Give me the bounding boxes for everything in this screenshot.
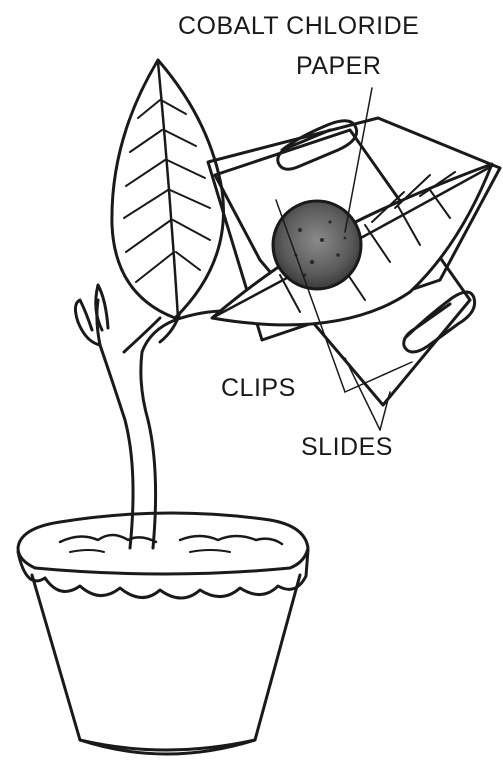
label-cobalt-chloride: COBALT CHLORIDE bbox=[178, 14, 419, 39]
flower-pot bbox=[18, 513, 308, 754]
upper-left-leaf bbox=[112, 60, 224, 318]
pot-rim bbox=[18, 513, 308, 574]
paper-clip-bottom bbox=[404, 292, 475, 352]
soil bbox=[60, 535, 282, 544]
label-paper: PAPER bbox=[296, 54, 381, 79]
plant-stem bbox=[75, 285, 240, 548]
leader-slides-2 bbox=[380, 392, 390, 430]
label-slides: SLIDES bbox=[301, 435, 393, 460]
pot-body bbox=[32, 575, 300, 754]
label-clips: CLIPS bbox=[221, 376, 296, 401]
